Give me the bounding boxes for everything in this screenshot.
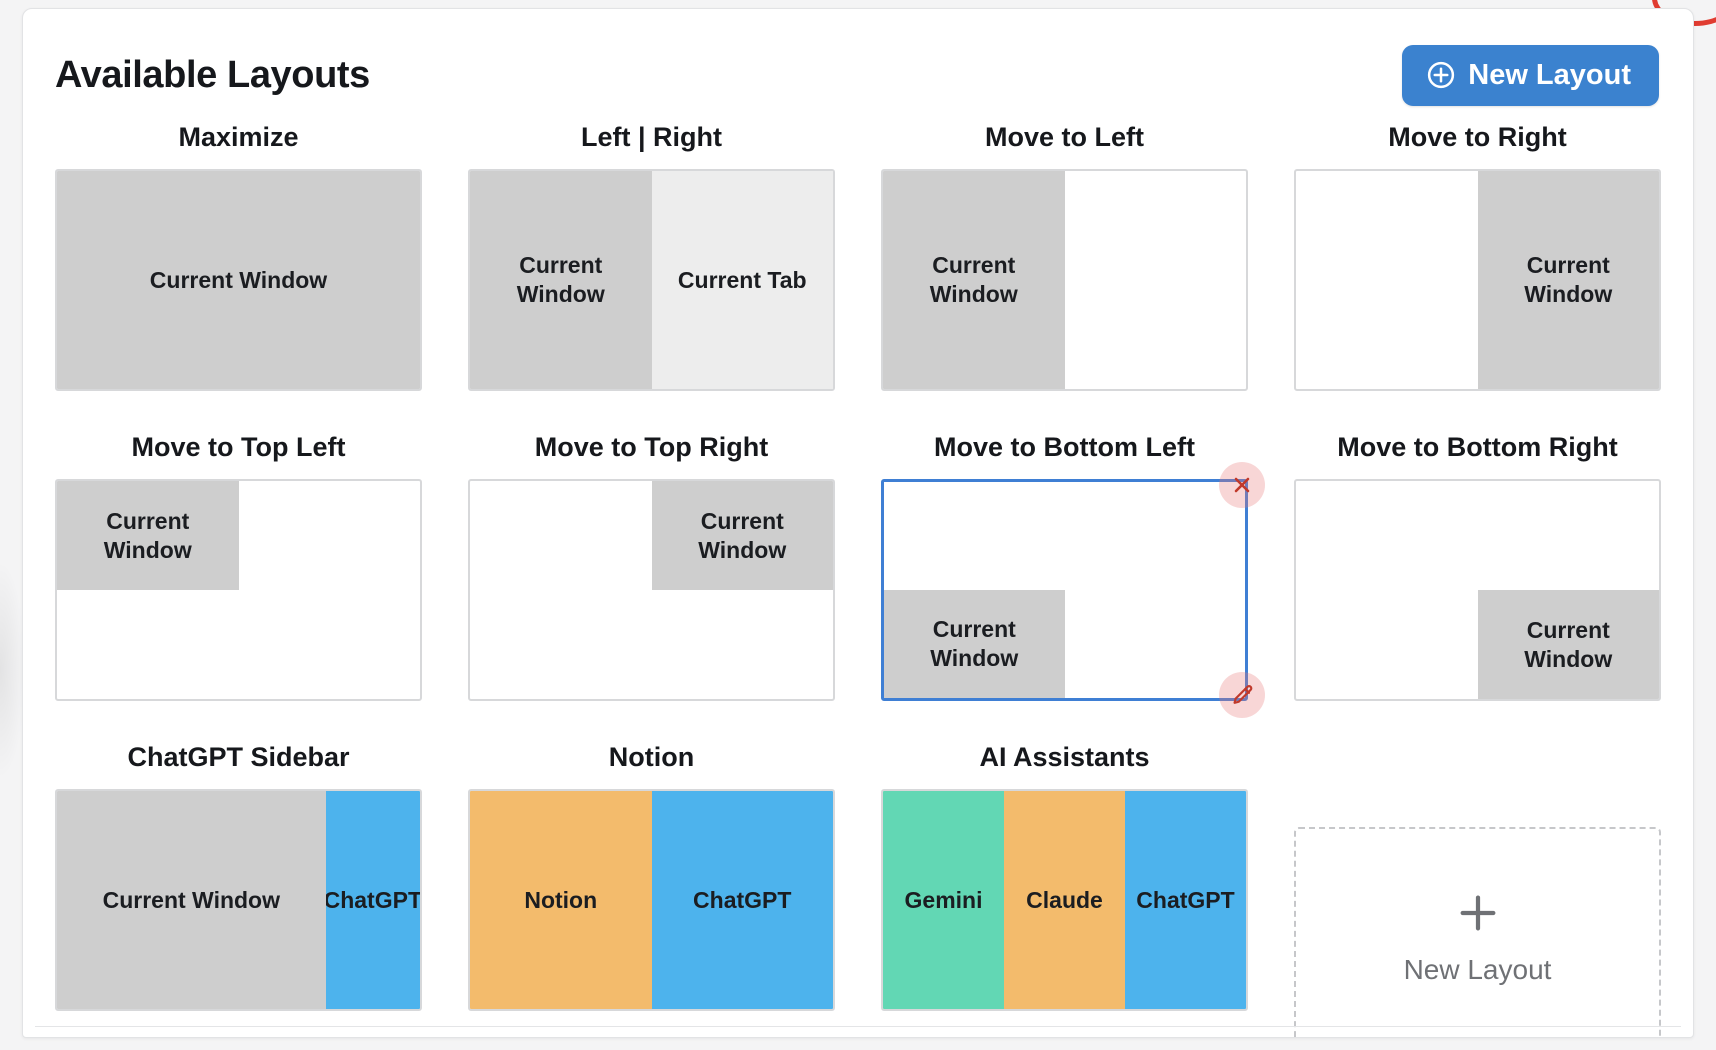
layout-preview[interactable]: Current Window xyxy=(55,479,422,701)
layout-pane-layer: Current Window xyxy=(57,481,420,699)
new-layout-placeholder[interactable]: New Layout xyxy=(1294,827,1661,1037)
layout-pane-chatgpt: ChatGPT xyxy=(1125,791,1246,1009)
plus-circle-icon xyxy=(1426,60,1456,90)
layout-pane-current-window: Current Window xyxy=(651,481,833,590)
layout-card-title: Move to Bottom Right xyxy=(1337,432,1618,462)
layout-pane-layer: Current Window xyxy=(1296,481,1659,699)
layout-pane-current-window: Current Window xyxy=(470,171,652,389)
new-layout-placeholder-label: New Layout xyxy=(1403,954,1552,985)
layout-preview[interactable]: Current Window xyxy=(55,169,422,391)
layout-preview[interactable]: Current Window xyxy=(881,169,1248,391)
layout-preview[interactable]: Current Window xyxy=(1294,479,1661,701)
layout-pane-current-window: Current Window xyxy=(57,171,420,389)
new-layout-placeholder-card[interactable]: New Layout xyxy=(1294,739,1661,1037)
layout-preview[interactable]: Current Window xyxy=(1294,169,1661,391)
new-layout-button-label: New Layout xyxy=(1468,58,1631,91)
layout-preview[interactable]: Current Window xyxy=(881,462,1265,718)
layout-pane-chatgpt: ChatGPT xyxy=(325,791,420,1009)
close-icon xyxy=(1234,477,1250,493)
layout-pane-current-window: Current Window xyxy=(1477,171,1659,389)
layout-pane-layer: Current Window xyxy=(883,171,1246,389)
layout-card-title: Notion xyxy=(608,742,695,772)
edit-layout-button[interactable] xyxy=(1219,672,1265,718)
layout-card-title: Left | Right xyxy=(580,122,723,152)
layout-pane-current-tab: Current Tab xyxy=(651,171,833,389)
layout-pane-layer: Current Window xyxy=(1296,171,1659,389)
layout-card-title: Move to Bottom Left xyxy=(934,432,1195,462)
layout-card-title: Move to Top Left xyxy=(131,432,346,462)
plus-icon xyxy=(1455,890,1501,936)
layout-pane-layer: Current Window xyxy=(470,481,833,699)
pencil-icon xyxy=(1232,684,1252,704)
layout-pane-current-window: Current Window xyxy=(883,171,1065,389)
layout-pane-current-window: Current Window xyxy=(57,481,239,590)
layout-pane-current-window: Current Window xyxy=(57,791,326,1009)
layout-pane-layer: Current Window xyxy=(884,482,1245,698)
layout-pane-current-window: Current Window xyxy=(884,590,1065,698)
layout-card-title: Move to Right xyxy=(1388,122,1567,152)
layout-pane-chatgpt: ChatGPT xyxy=(651,791,833,1009)
layout-card-title: Maximize xyxy=(178,122,299,152)
layout-card-title: AI Assistants xyxy=(979,742,1150,772)
panel-header: Available Layouts New Layout xyxy=(23,9,1693,119)
delete-layout-button[interactable] xyxy=(1219,462,1265,508)
page-title: Available Layouts xyxy=(55,53,370,96)
new-layout-button[interactable]: New Layout xyxy=(1402,44,1659,106)
panel-footer-divider xyxy=(35,1026,1681,1027)
layout-card-title: Move to Top Right xyxy=(534,432,769,462)
layout-pane-current-window: Current Window xyxy=(1477,590,1659,699)
layout-card-title: Move to Left xyxy=(985,122,1144,152)
layout-card-title: ChatGPT Sidebar xyxy=(127,742,350,772)
layout-pane-claude: Claude xyxy=(1004,791,1125,1009)
layout-pane-notion: Notion xyxy=(470,791,652,1009)
layout-pane-gemini: Gemini xyxy=(883,791,1005,1009)
layout-pane-layer: Current Window xyxy=(57,171,420,389)
layout-preview[interactable]: Current Window xyxy=(468,479,835,701)
